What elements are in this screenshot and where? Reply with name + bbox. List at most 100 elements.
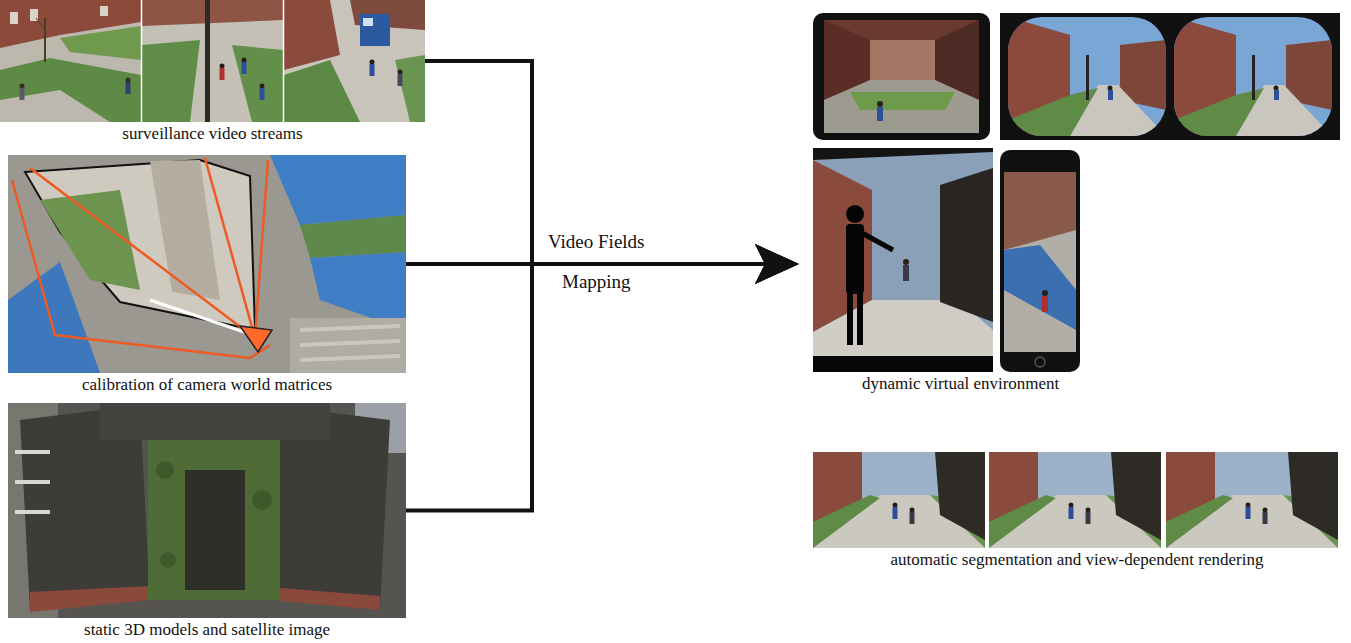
video-panel: surveillance video streams [0, 0, 425, 143]
render-frame [910, 512, 915, 524]
flow-connector [406, 264, 769, 511]
frame-divider [283, 0, 285, 122]
aerial-model [15, 480, 50, 484]
figure-caption: surveillance video streams [0, 124, 425, 143]
vr-view [1086, 55, 1089, 100]
tablet-view [877, 107, 883, 121]
aerial-model [15, 510, 50, 514]
cave-view [903, 265, 909, 281]
calibration-view [30, 168, 255, 338]
image-area [813, 12, 1341, 372]
cave-view [813, 356, 993, 372]
caption-row: dynamic virtual environment [813, 374, 1341, 393]
aerial-model [252, 490, 272, 510]
arrow-label: Video Fields [548, 231, 645, 253]
render-frame [813, 452, 1338, 548]
aerial-model [30, 586, 150, 612]
phone-view [1035, 357, 1045, 367]
calibration-view [300, 356, 400, 360]
video-frame [100, 6, 108, 16]
render-frame [813, 495, 880, 548]
caption-row: surveillance video streams [0, 124, 425, 143]
video-frame [220, 68, 225, 80]
video-frame [20, 88, 25, 100]
frame-divider [142, 0, 284, 122]
environment-panel: dynamic virtual environment [813, 12, 1341, 393]
vr-view [1108, 90, 1113, 100]
aerial-model [280, 588, 380, 610]
video-frame [142, 40, 200, 122]
vr-view [1108, 86, 1113, 91]
aerial-model [100, 403, 330, 440]
video-frame [0, 58, 141, 122]
aerial-model [148, 440, 280, 600]
render-frame [1166, 452, 1338, 548]
aerial-model [15, 450, 50, 454]
calibration-view [300, 341, 400, 345]
rendering-panel: automatic segmentation and view-dependen… [813, 452, 1341, 569]
cave-view [857, 290, 863, 345]
tablet-view [813, 13, 990, 140]
caption-row: static 3D models and satellite image [8, 620, 406, 639]
render-frame [910, 508, 915, 513]
tablet-view [850, 92, 955, 110]
figure-caption: dynamic virtual environment [862, 374, 1341, 393]
phone-view [1004, 245, 1076, 330]
calibration-view [270, 155, 406, 225]
flow-connector [425, 61, 769, 264]
aerial-model [156, 461, 174, 479]
phone-view [1042, 290, 1048, 296]
vr-view [1008, 17, 1166, 136]
calibration-view [8, 155, 406, 373]
phone-view [1042, 296, 1048, 312]
video-frame [142, 0, 283, 122]
video-frame [284, 0, 425, 122]
calibration-view [300, 215, 406, 258]
video-frame [242, 58, 247, 63]
arrow-label: Mapping [562, 271, 631, 293]
calibration-view [300, 326, 400, 330]
image-area [813, 452, 1341, 548]
render-frame [813, 452, 985, 548]
caption-row: automatic segmentation and view-dependen… [813, 550, 1341, 569]
vr-view [1008, 88, 1098, 136]
figure-caption: calibration of camera world matrices [8, 375, 406, 394]
video-frame [242, 62, 247, 74]
calibration-panel: calibration of camera world matrices [8, 155, 406, 394]
calibration-view [25, 160, 255, 330]
video-frame [20, 84, 25, 89]
video-frame [10, 12, 18, 24]
calibration-view [150, 160, 220, 300]
calibration-view [255, 160, 268, 338]
aerial-model [8, 403, 406, 618]
aerial-model [160, 552, 176, 568]
cave-view [903, 259, 909, 265]
tablet-view [877, 101, 883, 107]
phone-view [1000, 150, 1080, 372]
video-frame [395, 55, 425, 122]
video-frame [126, 78, 131, 83]
image-area [0, 0, 425, 122]
image-area [8, 403, 406, 618]
figure-caption: automatic segmentation and view-dependen… [813, 550, 1341, 569]
calibration-view [290, 318, 406, 373]
video-frame [0, 0, 141, 122]
calibration-view [205, 158, 255, 338]
frame-divider [141, 0, 143, 122]
model-panel: static 3D models and satellite image [8, 403, 406, 639]
aerial-model [8, 403, 406, 618]
video-frame [0, 0, 141, 122]
aerial-model [185, 470, 245, 590]
figure-caption: static 3D models and satellite image [8, 620, 406, 639]
caption-row: calibration of camera world matrices [8, 375, 406, 394]
calibration-view [240, 326, 272, 352]
tablet-view [824, 80, 979, 133]
cave-view [940, 168, 993, 322]
cave-view [860, 232, 893, 250]
video-frame [232, 45, 283, 122]
vr-view [1000, 13, 1340, 140]
video-frame [205, 0, 210, 122]
video-frame [370, 64, 375, 76]
